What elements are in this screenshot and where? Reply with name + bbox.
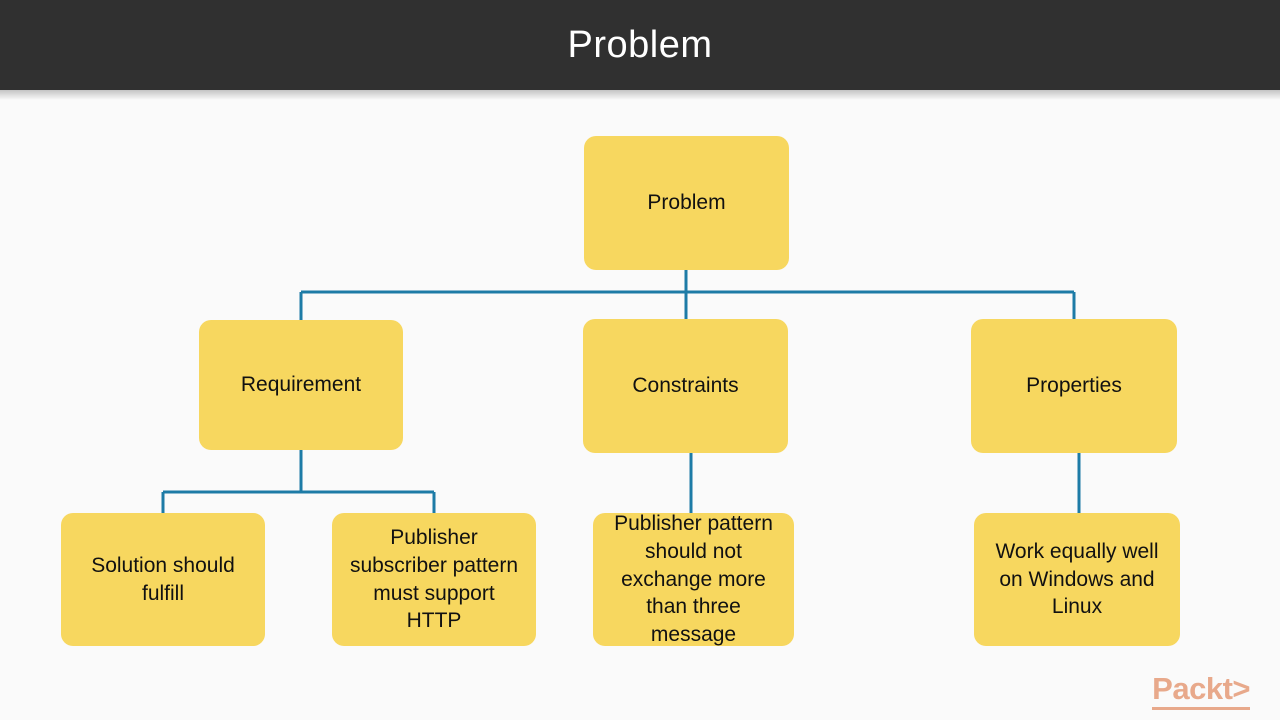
node-three-message-limit-label: Publisher pattern should not exchange mo… — [614, 512, 773, 647]
connector-lines — [161, 270, 1081, 513]
header-shadow — [0, 90, 1280, 100]
node-publisher-subscriber-http[interactable]: Publisher subscriber pattern must suppor… — [332, 513, 536, 646]
node-three-message-limit[interactable]: Publisher pattern should not exchange mo… — [593, 512, 794, 647]
node-requirement[interactable]: Requirement — [199, 320, 403, 450]
packt-logo-underline — [1152, 707, 1250, 710]
node-solution-should-fulfill-label: Solution should fulfill — [91, 553, 235, 605]
node-problem[interactable]: Problem — [584, 136, 789, 270]
node-requirement-label: Requirement — [240, 373, 362, 396]
tree-diagram: Problem Requirement Constraints Properti… — [0, 100, 1280, 720]
node-windows-linux[interactable]: Work equally well on Windows and Linux — [974, 513, 1180, 646]
node-properties[interactable]: Properties — [971, 319, 1177, 453]
node-problem-label: Problem — [647, 191, 726, 214]
packt-logo: Packt> — [1152, 673, 1250, 710]
node-properties-label: Properties — [1026, 374, 1122, 397]
node-constraints[interactable]: Constraints — [583, 319, 788, 453]
slide-header: Problem — [0, 0, 1280, 90]
node-windows-linux-label: Work equally well on Windows and Linux — [995, 539, 1159, 619]
node-solution-should-fulfill[interactable]: Solution should fulfill — [61, 513, 265, 646]
node-constraints-label: Constraints — [632, 374, 739, 397]
node-publisher-subscriber-http-label: Publisher subscriber pattern must suppor… — [349, 526, 519, 633]
page-title: Problem — [567, 24, 713, 66]
packt-wordmark: Packt> — [1152, 671, 1250, 707]
